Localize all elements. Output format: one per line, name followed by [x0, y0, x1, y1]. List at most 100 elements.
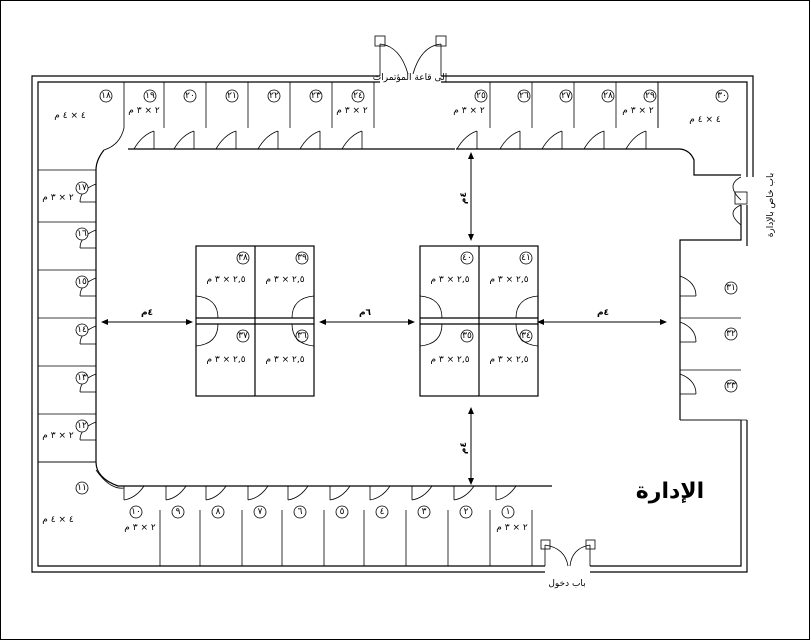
room-٣٣[interactable]: ٣٣	[679, 373, 741, 421]
booth-٣٩-size: ٢,٥ × ٣ م	[265, 275, 304, 285]
room-٣١-number: ٣١	[726, 283, 736, 293]
room-٢٩-size: ٢ × ٣ م	[622, 106, 654, 116]
room-٢٨-number: ٢٨	[603, 91, 613, 101]
dim-bottom-label: ٤م	[459, 442, 469, 454]
booth-٤١-size: ٢,٥ × ٣ م	[489, 275, 528, 285]
booth-٤١[interactable]: ٤١٢,٥ × ٣ م	[489, 251, 533, 285]
room-١٠-size: ٢ × ٣ م	[124, 523, 156, 533]
booth-٤٠[interactable]: ٤٠٢,٥ × ٣ م	[430, 251, 474, 285]
room-١٠[interactable]: ١٠٢ × ٣ م	[123, 485, 161, 566]
dimension-middle: ٦م	[319, 308, 415, 325]
booth-٣٧-size: ٢,٥ × ٣ م	[206, 355, 245, 365]
room-٣٠[interactable]: ٣٠٤ × ٤ م	[657, 82, 729, 128]
corridor-outline	[95, 148, 741, 487]
administration-label: الإدارة	[636, 479, 704, 504]
room-٢٦-badge	[517, 89, 531, 103]
room-١٧-size: ٢ × ٣ م	[42, 193, 74, 203]
room-١٩-size: ٢ × ٣ م	[128, 106, 160, 116]
room-٣-badge	[417, 505, 431, 519]
room-٣١[interactable]: ٣١	[679, 275, 741, 319]
room-٧[interactable]: ٧	[247, 485, 283, 566]
booth-٣٤-size: ٢,٥ × ٣ م	[489, 355, 528, 365]
room-١٢[interactable]: ١٢٢ × ٣ م	[38, 419, 97, 463]
conference-label: إلى قاعة المؤتمرات	[373, 73, 447, 83]
room-٢٧-number: ٢٧	[561, 91, 571, 101]
booth-٣٦[interactable]: ٣٦٢,٥ × ٣ م	[265, 329, 309, 365]
right-rooms: ٣١ ٣٢ ٣٣	[679, 275, 741, 421]
room-١٨-size: ٤ × ٤ م	[54, 111, 86, 121]
room-٤[interactable]: ٤	[369, 485, 407, 566]
admin-door-label: باب خاص بالإدارة	[766, 173, 776, 238]
room-١[interactable]: ١٢ × ٣ م	[495, 485, 533, 566]
room-١٢-size: ٢ × ٣ م	[42, 431, 74, 441]
room-٢٦[interactable]: ٢٦	[499, 82, 533, 150]
room-١٧-badge	[75, 181, 89, 195]
room-3[interactable]: ٢١	[215, 82, 249, 150]
booth-٣٦-badge	[295, 329, 309, 343]
room-٢٨[interactable]: ٢٨	[583, 82, 617, 150]
room-٣٣-number: ٣٣	[726, 381, 736, 391]
booth-٣٤[interactable]: ٣٤٢,٥ × ٣ م	[489, 329, 533, 365]
room-6[interactable]: ٢٤٢ × ٣ م	[336, 82, 375, 150]
room-١٦[interactable]: ١٦	[38, 227, 97, 271]
booth-٣٥[interactable]: ٣٥٢,٥ × ٣ م	[430, 329, 474, 365]
room-١٨-badge	[99, 89, 113, 103]
room-٧-badge	[253, 505, 267, 519]
outer-walls	[31, 75, 754, 573]
room-١٣-number: ١٣	[77, 373, 87, 383]
room-١٤-badge	[75, 323, 89, 337]
room-٣[interactable]: ٣	[411, 485, 449, 566]
booth-٤١-badge	[519, 251, 533, 265]
room-٢[interactable]: ٢	[453, 485, 491, 566]
room-١٥-badge	[75, 275, 89, 289]
room-٣-number: ٣	[422, 507, 427, 517]
room-١٢-badge	[75, 419, 89, 433]
booth-٤٠-badge	[460, 251, 474, 265]
booth-٣٩-number: ٣٩	[297, 253, 307, 263]
room-٣٢[interactable]: ٣٢	[679, 321, 741, 371]
dim-left-label: ٤م	[141, 308, 153, 318]
room-٥[interactable]: ٥	[329, 485, 365, 566]
room-١٩-number: ١٩	[145, 91, 155, 101]
room-٦[interactable]: ٦	[287, 485, 325, 566]
dim-right-label: ٤م	[597, 308, 609, 318]
entrance-door[interactable]	[540, 539, 596, 567]
room-١١[interactable]: ١١٤ × ٤ م	[38, 461, 125, 525]
room-١٥-number: ١٥	[77, 277, 87, 287]
booth-٤٠-number: ٤٠	[462, 253, 472, 263]
room-١٥[interactable]: ١٥	[38, 275, 97, 319]
room-١-badge	[501, 505, 515, 519]
room-١٣[interactable]: ١٣	[38, 371, 97, 415]
room-١٧[interactable]: ١٧٢ × ٣ م	[38, 181, 97, 223]
booth-٣٨[interactable]: ٣٨٢,٥ × ٣ م	[206, 251, 250, 285]
booth-٣٩[interactable]: ٣٩ ٢,٥ × ٣ م	[265, 251, 309, 285]
booth-٣٥-size: ٢,٥ × ٣ م	[430, 355, 469, 365]
room-2[interactable]: ٢٠	[173, 82, 207, 150]
conference-door[interactable]	[374, 35, 447, 76]
room-٨[interactable]: ٨	[205, 485, 243, 566]
room-٥-number: ٥	[340, 507, 345, 517]
room-١١-size: ٤ × ٤ م	[42, 515, 74, 525]
admin-door[interactable]	[732, 176, 748, 226]
booth-٣٦-size: ٢,٥ × ٣ م	[265, 355, 304, 365]
room-٣٠-size: ٤ × ٤ م	[689, 115, 721, 125]
room-٢٧[interactable]: ٢٧	[541, 82, 575, 150]
room-٧-number: ٧	[258, 507, 263, 517]
booth-٣٧[interactable]: ٣٧٢,٥ × ٣ م	[206, 329, 250, 365]
room-1[interactable]: ١٩ ٢ × ٣ م	[128, 82, 165, 150]
room-5[interactable]: ٢٣	[299, 82, 333, 150]
room-٢٤-badge	[351, 89, 365, 103]
room-0[interactable]: ١٨٤ × ٤ م	[37, 82, 125, 171]
room-٢٥[interactable]: ٢٥٢ × ٣ م	[453, 82, 491, 150]
room-٢٩[interactable]: ٢٩٢ × ٣ م	[622, 82, 659, 150]
room-٣٢-number: ٣٢	[726, 329, 736, 339]
room-4[interactable]: ٢٢	[257, 82, 291, 150]
room-٢١-badge	[225, 89, 239, 103]
room-١٤[interactable]: ١٤	[38, 323, 97, 367]
room-٩[interactable]: ٩	[165, 485, 201, 566]
